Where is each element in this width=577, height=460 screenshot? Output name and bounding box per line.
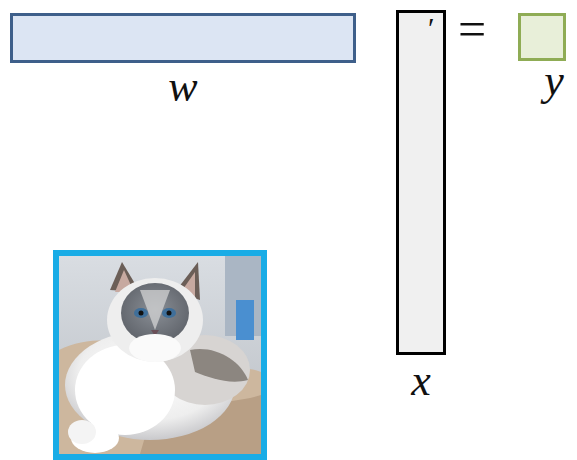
vector-label: w <box>168 65 197 109</box>
photo-frame <box>56 253 264 457</box>
transpose-mark: ′ <box>428 13 435 43</box>
vector-shape <box>396 10 446 355</box>
equals-sign: = <box>458 4 486 54</box>
vector-shape <box>10 13 356 63</box>
weight-vector: w <box>10 13 356 111</box>
output-scalar: y <box>518 13 566 105</box>
vector-shape <box>518 13 566 61</box>
vector-label: y <box>544 59 564 103</box>
cat-picture <box>59 256 261 454</box>
input-vector: x <box>396 10 446 405</box>
vector-label: x <box>411 359 431 403</box>
